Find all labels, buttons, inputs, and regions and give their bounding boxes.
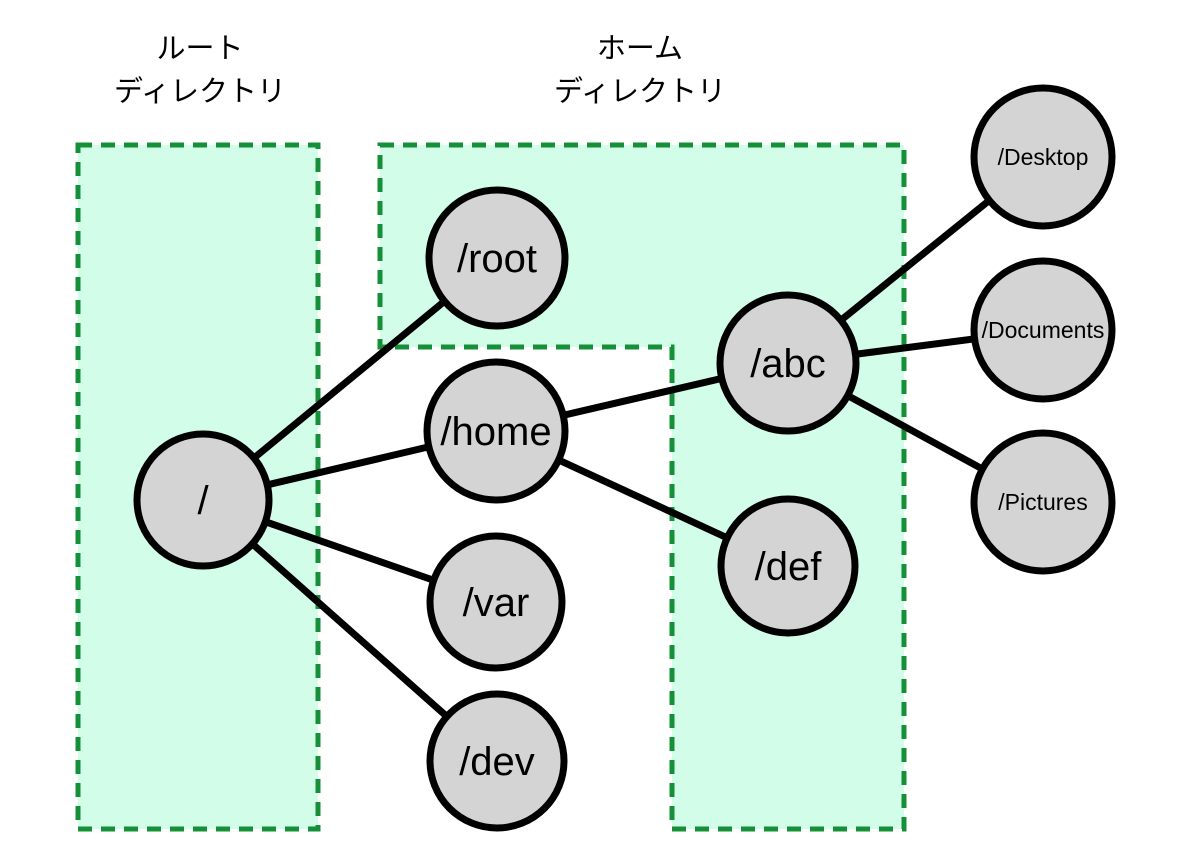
node-root-label: /root	[457, 237, 537, 281]
node-home-circle	[423, 358, 569, 504]
node-def-circle	[717, 495, 859, 637]
node-var-circle	[426, 532, 566, 672]
node-pictures-label: /Pictures	[998, 489, 1087, 515]
node-documents-label: /Documents	[982, 317, 1105, 343]
node-abc-circle	[716, 291, 860, 435]
node-root-circle	[425, 186, 569, 330]
node-dev-circle	[426, 690, 568, 832]
node-pictures-circle	[970, 429, 1116, 575]
root-directory-title-line1: ルート	[156, 33, 243, 65]
node-home: /home	[423, 358, 569, 504]
node-def: /def	[717, 495, 859, 637]
node-home-label: /home	[440, 410, 551, 454]
node-var: /var	[426, 532, 566, 672]
home-directory-title-line1: ホーム	[597, 33, 683, 65]
node-abc-label: /abc	[750, 342, 826, 386]
root-directory-title-line2: ディレクトリ	[114, 75, 286, 108]
node-documents-circle	[970, 257, 1116, 403]
node-root: /root	[425, 186, 569, 330]
home-directory-title-line2: ディレクトリ	[554, 75, 726, 108]
node-def-label: /def	[755, 545, 823, 589]
node-slash-circle	[133, 430, 273, 570]
node-desktop-label: /Desktop	[998, 144, 1089, 170]
node-slash-label: /	[197, 479, 209, 523]
node-desktop: /Desktop	[970, 84, 1116, 230]
node-dev-label: /dev	[459, 740, 535, 784]
node-pictures: /Pictures	[970, 429, 1116, 575]
node-documents: /Documents	[970, 257, 1116, 403]
node-abc: /abc	[716, 291, 860, 435]
node-dev: /dev	[426, 690, 568, 832]
node-desktop-circle	[970, 84, 1116, 230]
node-slash: /	[133, 430, 273, 570]
node-var-label: /var	[463, 581, 530, 625]
